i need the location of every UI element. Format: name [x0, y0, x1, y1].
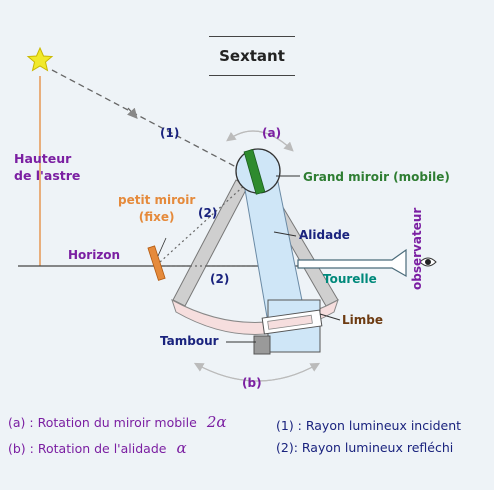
ray-reflected-number-lower: (2): [210, 272, 230, 286]
alidade-label: Alidade: [299, 228, 350, 242]
horizon-label: Horizon: [68, 248, 121, 262]
legend-1: (1) : Rayon lumineux incident: [276, 418, 462, 433]
star-icon: [26, 46, 54, 72]
petit-miroir-label: petit miroir (fixe): [118, 193, 196, 224]
petit-miroir: [147, 245, 166, 281]
symbol-alpha: α: [176, 439, 187, 457]
tourelle-label: Tourelle: [323, 272, 377, 286]
rotation-a-label: (a): [262, 126, 282, 140]
ray-reflected-number-upper: (2): [198, 206, 218, 220]
grand-miroir: [243, 148, 266, 195]
symbol-2alpha: 2α: [206, 413, 227, 431]
tourelle: [297, 248, 407, 278]
hauteur-label: Hauteur de l'astre: [14, 151, 81, 183]
observateur-label: observateur: [410, 207, 424, 290]
reflected-ray-upper: [159, 183, 247, 263]
limbe-label: Limbe: [342, 313, 383, 327]
legend-2: (2): Rayon lumineux refléchi: [276, 440, 454, 455]
incident-ray: [51, 69, 239, 169]
tambour-label: Tambour: [160, 334, 219, 348]
grand-miroir-label: Grand miroir (mobile): [303, 170, 450, 184]
page-title: Sextant: [209, 36, 295, 76]
ray-incident-number: (1): [160, 126, 180, 140]
tambour-knob: [253, 335, 271, 355]
rotation-b-label: (b): [242, 376, 262, 390]
